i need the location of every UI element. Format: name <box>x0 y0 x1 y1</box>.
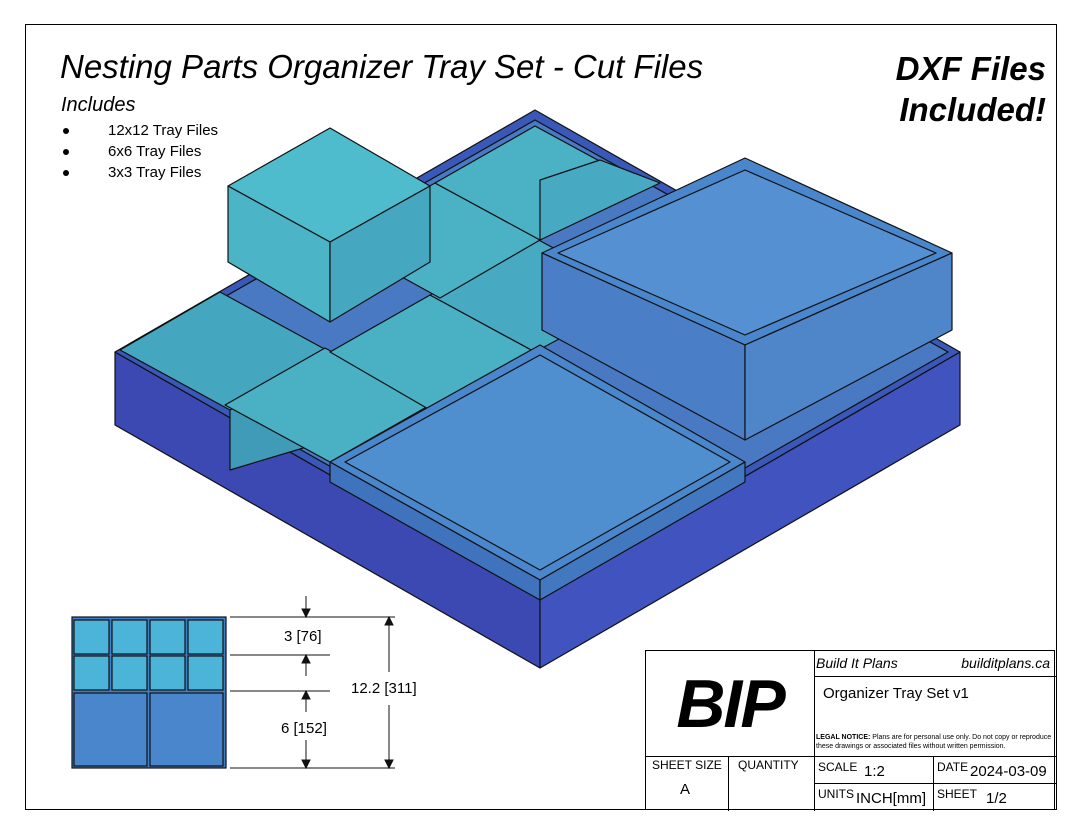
dimension-small-label: 3 [76] <box>284 628 322 645</box>
bullet-icon <box>63 128 69 134</box>
bullet-icon <box>63 149 69 155</box>
date-value: 2024-03-09 <box>970 763 1047 780</box>
drawing-sheet-border <box>25 24 1057 810</box>
dimension-total-label: 12.2 [311] <box>351 680 417 697</box>
company-name: Build It Plans <box>816 655 898 671</box>
bip-logo: BIP <box>646 651 815 756</box>
includes-item-label: 6x6 Tray Files <box>108 143 202 160</box>
dxf-badge: DXF Files Included! <box>846 48 1046 130</box>
includes-item: 12x12 Tray Files <box>60 120 218 141</box>
dxf-badge-line2: Included! <box>899 91 1046 128</box>
small-tray-grid <box>119 125 661 471</box>
bullet-icon <box>63 170 69 176</box>
sheet-value: 1/2 <box>986 790 1007 807</box>
units-value: INCH[mm] <box>856 790 926 807</box>
includes-item-label: 12x12 Tray Files <box>108 122 219 139</box>
sheet-size-label: SHEET SIZE <box>652 758 722 772</box>
dxf-badge-line1: DXF Files <box>895 50 1046 87</box>
includes-heading: Includes <box>61 94 136 116</box>
includes-item: 3x3 Tray Files <box>60 162 218 183</box>
legal-notice-text: Plans are for personal use only. Do not … <box>816 734 1052 750</box>
floating-small-tray <box>227 127 431 323</box>
company-website: builditplans.ca <box>961 655 1050 671</box>
units-label: UNITS <box>818 787 854 801</box>
scale-value: 1:2 <box>864 763 885 780</box>
dimension-large-label: 6 [152] <box>281 720 327 737</box>
title-block: BIP Build It Plans builditplans.ca Organ… <box>645 650 1056 811</box>
quantity-label: QUANTITY <box>738 758 799 772</box>
large-tray-front <box>329 344 746 601</box>
legal-notice: LEGAL NOTICE: Plans are for personal use… <box>816 733 1052 751</box>
date-label: DATE <box>937 760 969 774</box>
includes-list: 12x12 Tray Files 6x6 Tray Files 3x3 Tray… <box>60 120 218 183</box>
dimension-lines <box>230 596 395 770</box>
scale-label: SCALE <box>818 760 858 774</box>
floating-large-tray <box>541 157 953 441</box>
drawing-name: Organizer Tray Set v1 <box>823 685 969 702</box>
includes-item: 6x6 Tray Files <box>60 141 218 162</box>
top-view-diagram <box>71 616 227 769</box>
sheet-size-value: A <box>680 781 691 798</box>
includes-item-label: 3x3 Tray Files <box>108 164 202 181</box>
drawing-title: Nesting Parts Organizer Tray Set - Cut F… <box>60 48 704 85</box>
sheet-label: SHEET <box>937 787 978 801</box>
legal-notice-label: LEGAL NOTICE: <box>816 734 871 741</box>
